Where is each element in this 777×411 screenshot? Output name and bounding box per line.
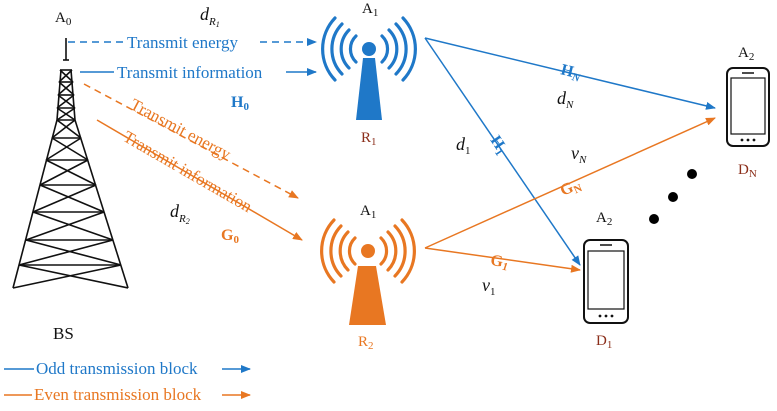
arrow-bs-r2-energy [83,83,299,199]
distance-dn: dN [557,88,574,111]
channel-h1: H1 [485,133,511,159]
r1-antenna-label: A1 [362,1,378,19]
phone-dn-icon [726,67,770,147]
d1-label: D1 [596,333,612,351]
dn-antenna-label: A2 [738,45,754,63]
distance-d1: d1 [456,134,471,157]
r2-label: R2 [358,334,374,352]
distance-dr2: dR2 [170,201,190,226]
bs-antenna-label: A0 [55,10,72,28]
distance-v1: v1 [482,275,496,298]
channel-g0: G0 [221,227,239,246]
legend-odd-label: Odd transmission block [36,359,198,378]
dn-label: DN [738,162,757,180]
phone-d1-icon [583,239,629,324]
link-r1-energy-label: Transmit energy [127,33,238,52]
r1-label: R1 [361,130,377,148]
relay-r1-icon [321,16,417,120]
arrow-r2-dn [424,117,716,249]
bg-energy-r1 [124,33,258,51]
channel-hn: HN [559,61,584,85]
bg-info-r1 [114,63,286,81]
relay-r2-icon [320,218,416,325]
r2-antenna-label: A1 [360,203,376,221]
bs-label: BS [53,324,74,343]
arrow-r1-dn [424,37,716,110]
distance-dr1: dR1 [200,4,220,29]
arrow-r2-d1 [424,247,581,273]
d1-antenna-label: A2 [596,210,612,228]
arrow-bs-r2-info [96,119,303,241]
channel-gn: GN [558,176,584,202]
legend: Odd transmission block Even transmission… [4,359,251,404]
base-station-tower [12,38,129,289]
arrow-r1-d1 [424,37,581,266]
link-r1-info-label: Transmit information [117,63,263,82]
distance-vn: vN [571,143,587,166]
legend-even-label: Even transmission block [34,385,202,404]
ellipsis-dots [649,169,697,224]
channel-g1: G1 [489,252,509,273]
channel-h0: H0 [231,94,249,113]
